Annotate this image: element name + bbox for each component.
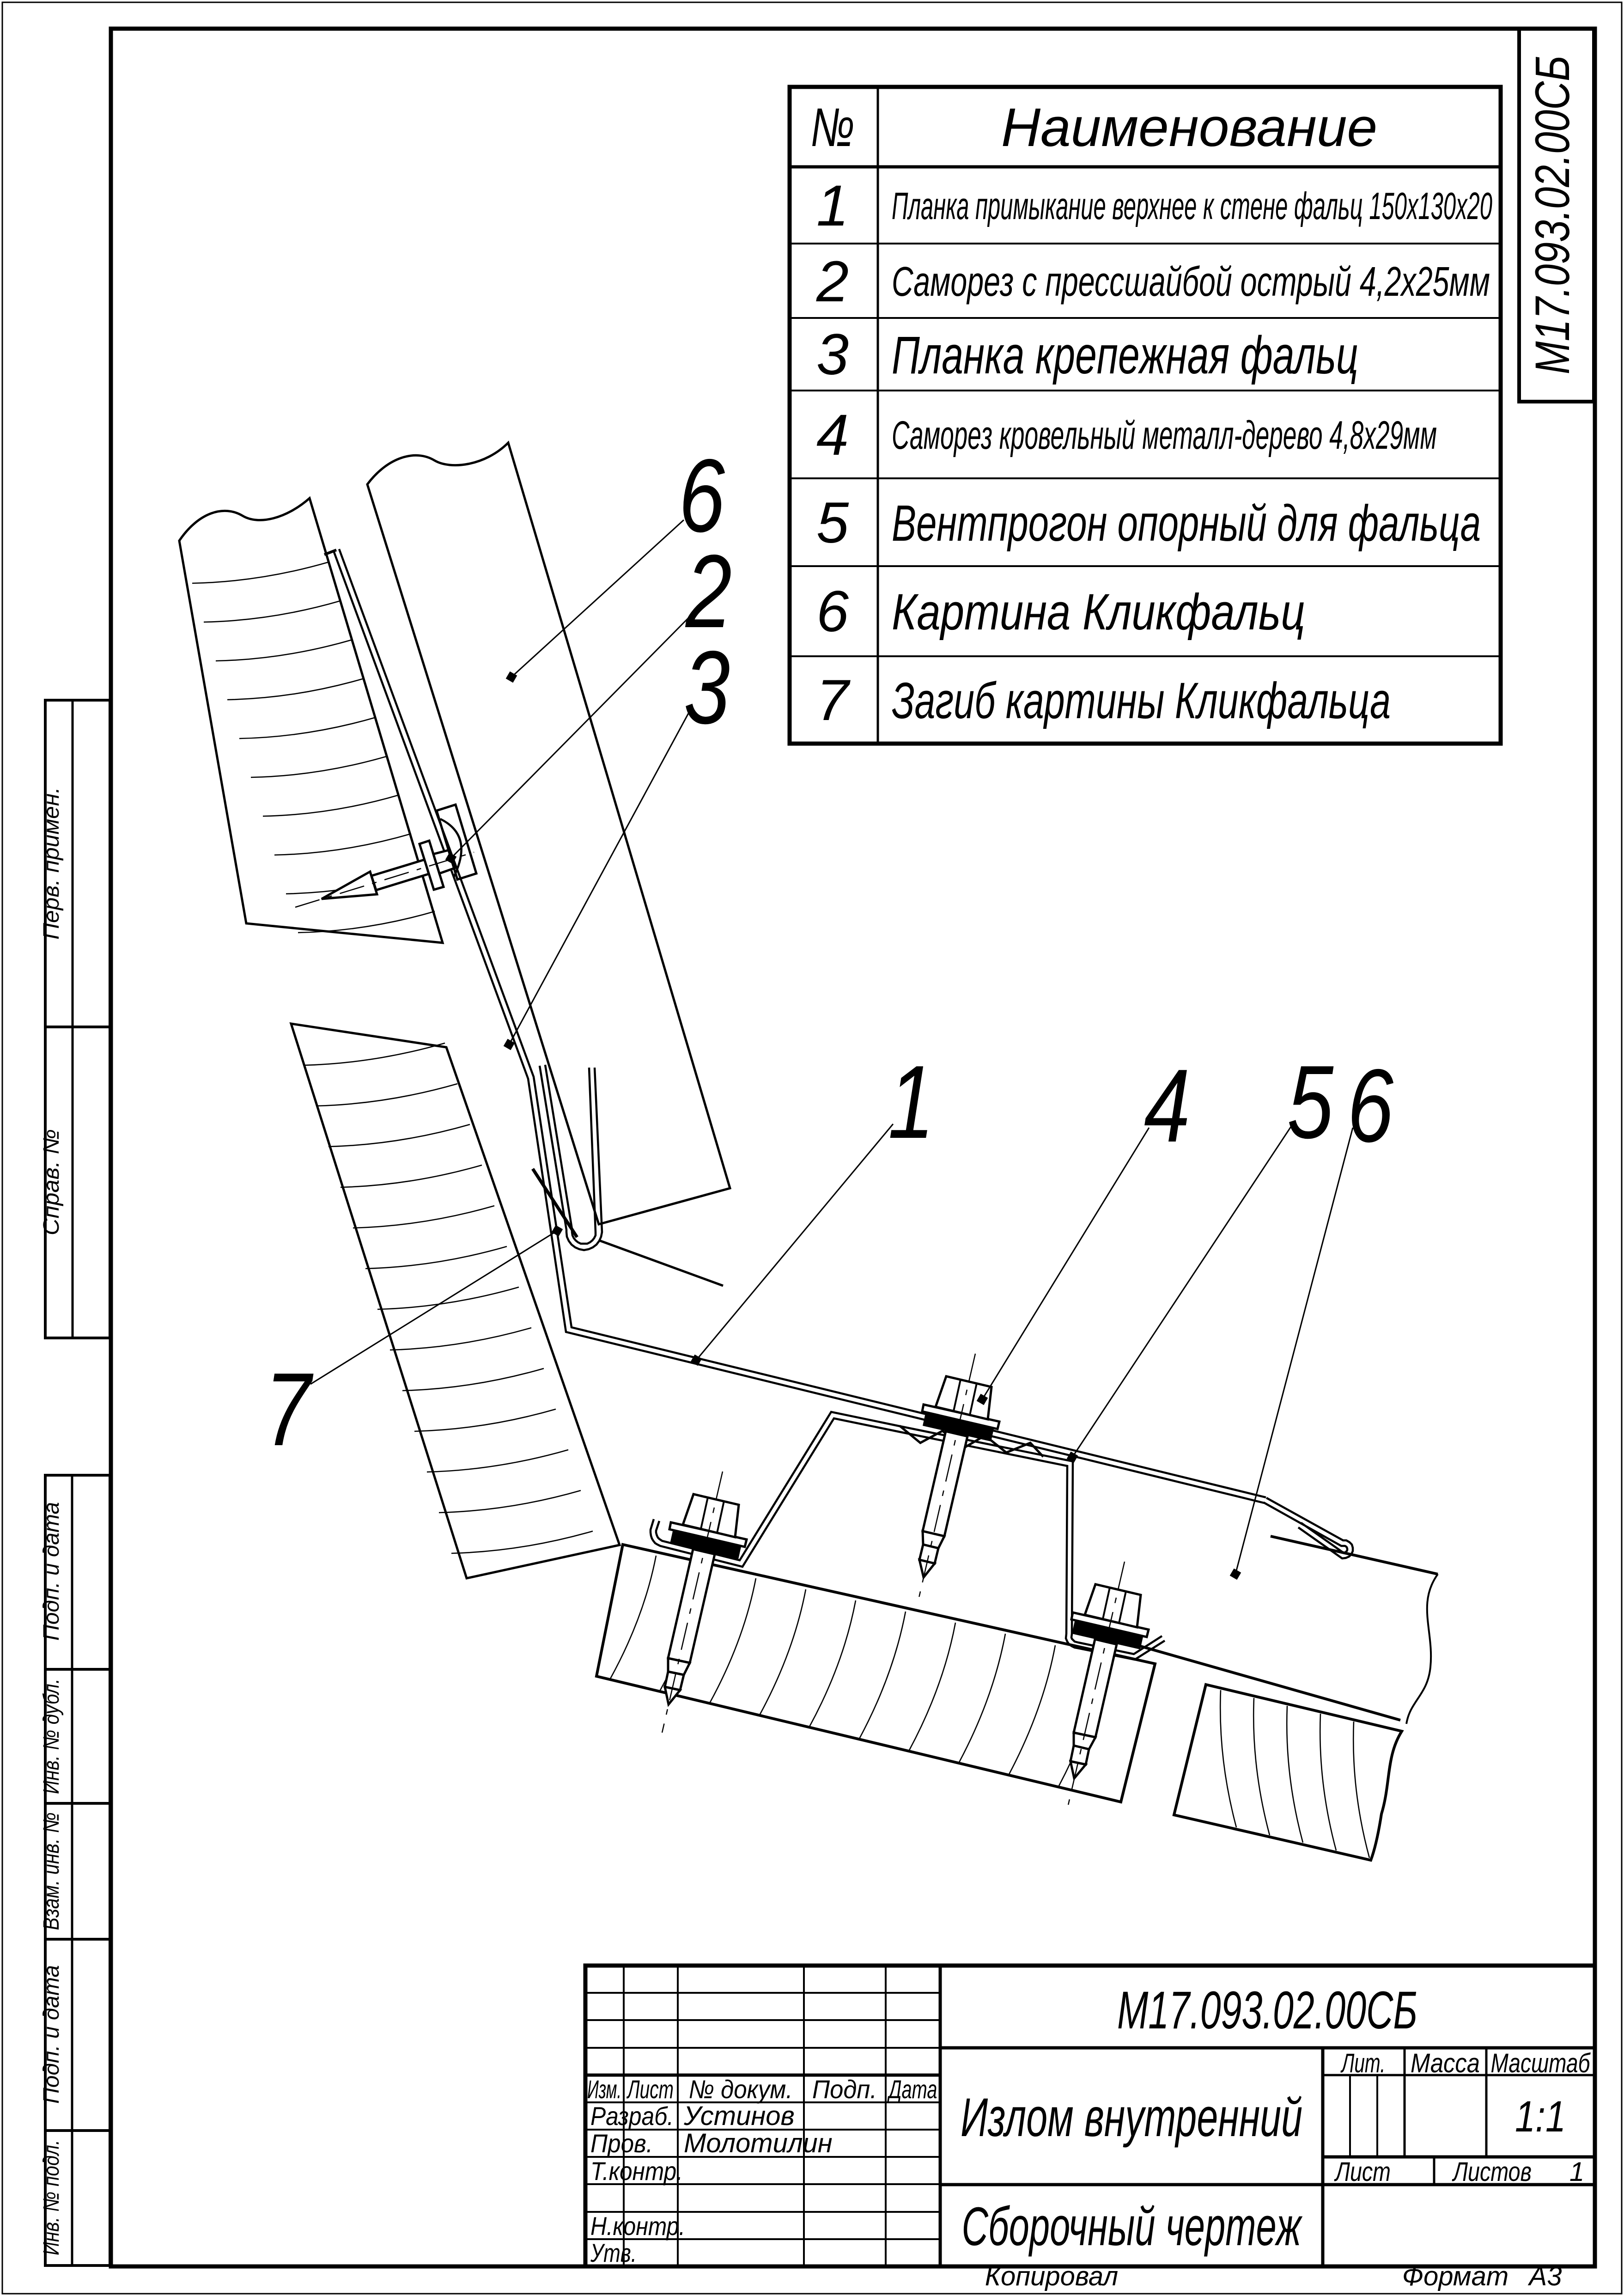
svg-text:Масса: Масса — [1411, 2048, 1480, 2078]
svg-text:Листов: Листов — [1452, 2157, 1532, 2187]
svg-text:№ докум.: № докум. — [689, 2075, 793, 2104]
svg-text:1: 1 — [816, 174, 849, 238]
svg-text:М17.093.02.00СБ: М17.093.02.00СБ — [1117, 1981, 1417, 2040]
svg-text:Картина Кликфальц: Картина Кликфальц — [892, 584, 1305, 641]
svg-text:2: 2 — [816, 250, 849, 314]
svg-text:Лист: Лист — [626, 2075, 674, 2104]
svg-text:Наименование: Наименование — [1001, 97, 1377, 158]
svg-text:Т.контр.: Т.контр. — [590, 2156, 683, 2186]
svg-text:Саморез с прессшайбой острый 4: Саморез с прессшайбой острый 4,2х25мм — [892, 259, 1490, 305]
svg-text:5: 5 — [816, 491, 849, 555]
svg-text:1: 1 — [1569, 2157, 1584, 2187]
svg-text:6: 6 — [816, 580, 849, 644]
svg-text:Пров.: Пров. — [590, 2129, 653, 2158]
svg-text:1: 1 — [888, 1044, 934, 1160]
svg-text:Утв.: Утв. — [590, 2238, 637, 2267]
svg-text:7: 7 — [816, 668, 851, 733]
svg-text:№: № — [811, 97, 855, 158]
svg-text:Дата: Дата — [887, 2075, 937, 2104]
svg-text:Изм.: Изм. — [587, 2075, 621, 2104]
svg-text:Справ. №: Справ. № — [39, 1129, 64, 1235]
svg-text:Излом внутренний: Излом внутренний — [961, 2087, 1302, 2148]
svg-text:5: 5 — [1287, 1044, 1334, 1160]
svg-text:3: 3 — [816, 323, 849, 387]
svg-text:4: 4 — [816, 403, 849, 467]
svg-text:Подп. и дата: Подп. и дата — [39, 1502, 64, 1641]
svg-text:Разраб.: Разраб. — [590, 2101, 674, 2131]
svg-text:6: 6 — [1347, 1047, 1394, 1164]
svg-text:Копировал: Копировал — [985, 2261, 1118, 2291]
svg-text:Устинов: Устинов — [683, 2101, 795, 2131]
svg-text:6: 6 — [679, 437, 725, 554]
svg-text:Инв. № дубл.: Инв. № дубл. — [39, 1679, 64, 1794]
svg-text:2: 2 — [685, 533, 732, 649]
svg-text:Н.контр.: Н.контр. — [590, 2211, 685, 2241]
svg-text:Саморез кровельный металл-дере: Саморез кровельный металл-дерево 4,8х29м… — [892, 413, 1437, 458]
svg-text:7: 7 — [265, 1351, 314, 1467]
svg-text:Планка крепежная фальц: Планка крепежная фальц — [892, 326, 1358, 385]
svg-text:Взам. инв. №: Взам. инв. № — [39, 1813, 64, 1930]
svg-text:Молотилин: Молотилин — [684, 2128, 833, 2158]
svg-text:Инв. № подл.: Инв. № подл. — [39, 2140, 64, 2255]
svg-text:Перв. примен.: Перв. примен. — [39, 787, 64, 940]
svg-text:Подп.: Подп. — [812, 2075, 877, 2104]
svg-text:Подп. и дата: Подп. и дата — [39, 1965, 64, 2104]
svg-text:Вентпрогон опорный для фальца: Вентпрогон опорный для фальца — [892, 495, 1481, 552]
svg-text:М17.093.02.00СБ: М17.093.02.00СБ — [1526, 55, 1580, 374]
svg-text:3: 3 — [684, 629, 730, 745]
svg-text:Сборочный чертеж: Сборочный чертеж — [962, 2196, 1303, 2257]
svg-text:4: 4 — [1144, 1047, 1190, 1164]
svg-text:Лит.: Лит. — [1340, 2048, 1386, 2078]
svg-text:Загиб картины Кликфальца: Загиб картины Кликфальца — [892, 672, 1391, 729]
svg-text:1:1: 1:1 — [1515, 2092, 1566, 2141]
svg-text:Лист: Лист — [1334, 2157, 1391, 2187]
svg-text:Масштаб: Масштаб — [1491, 2048, 1591, 2078]
svg-text:Формат: Формат — [1402, 2261, 1508, 2291]
svg-text:А3: А3 — [1528, 2261, 1562, 2291]
svg-text:Планка примыкание верхнее к ст: Планка примыкание верхнее к стене фальц … — [892, 184, 1492, 227]
